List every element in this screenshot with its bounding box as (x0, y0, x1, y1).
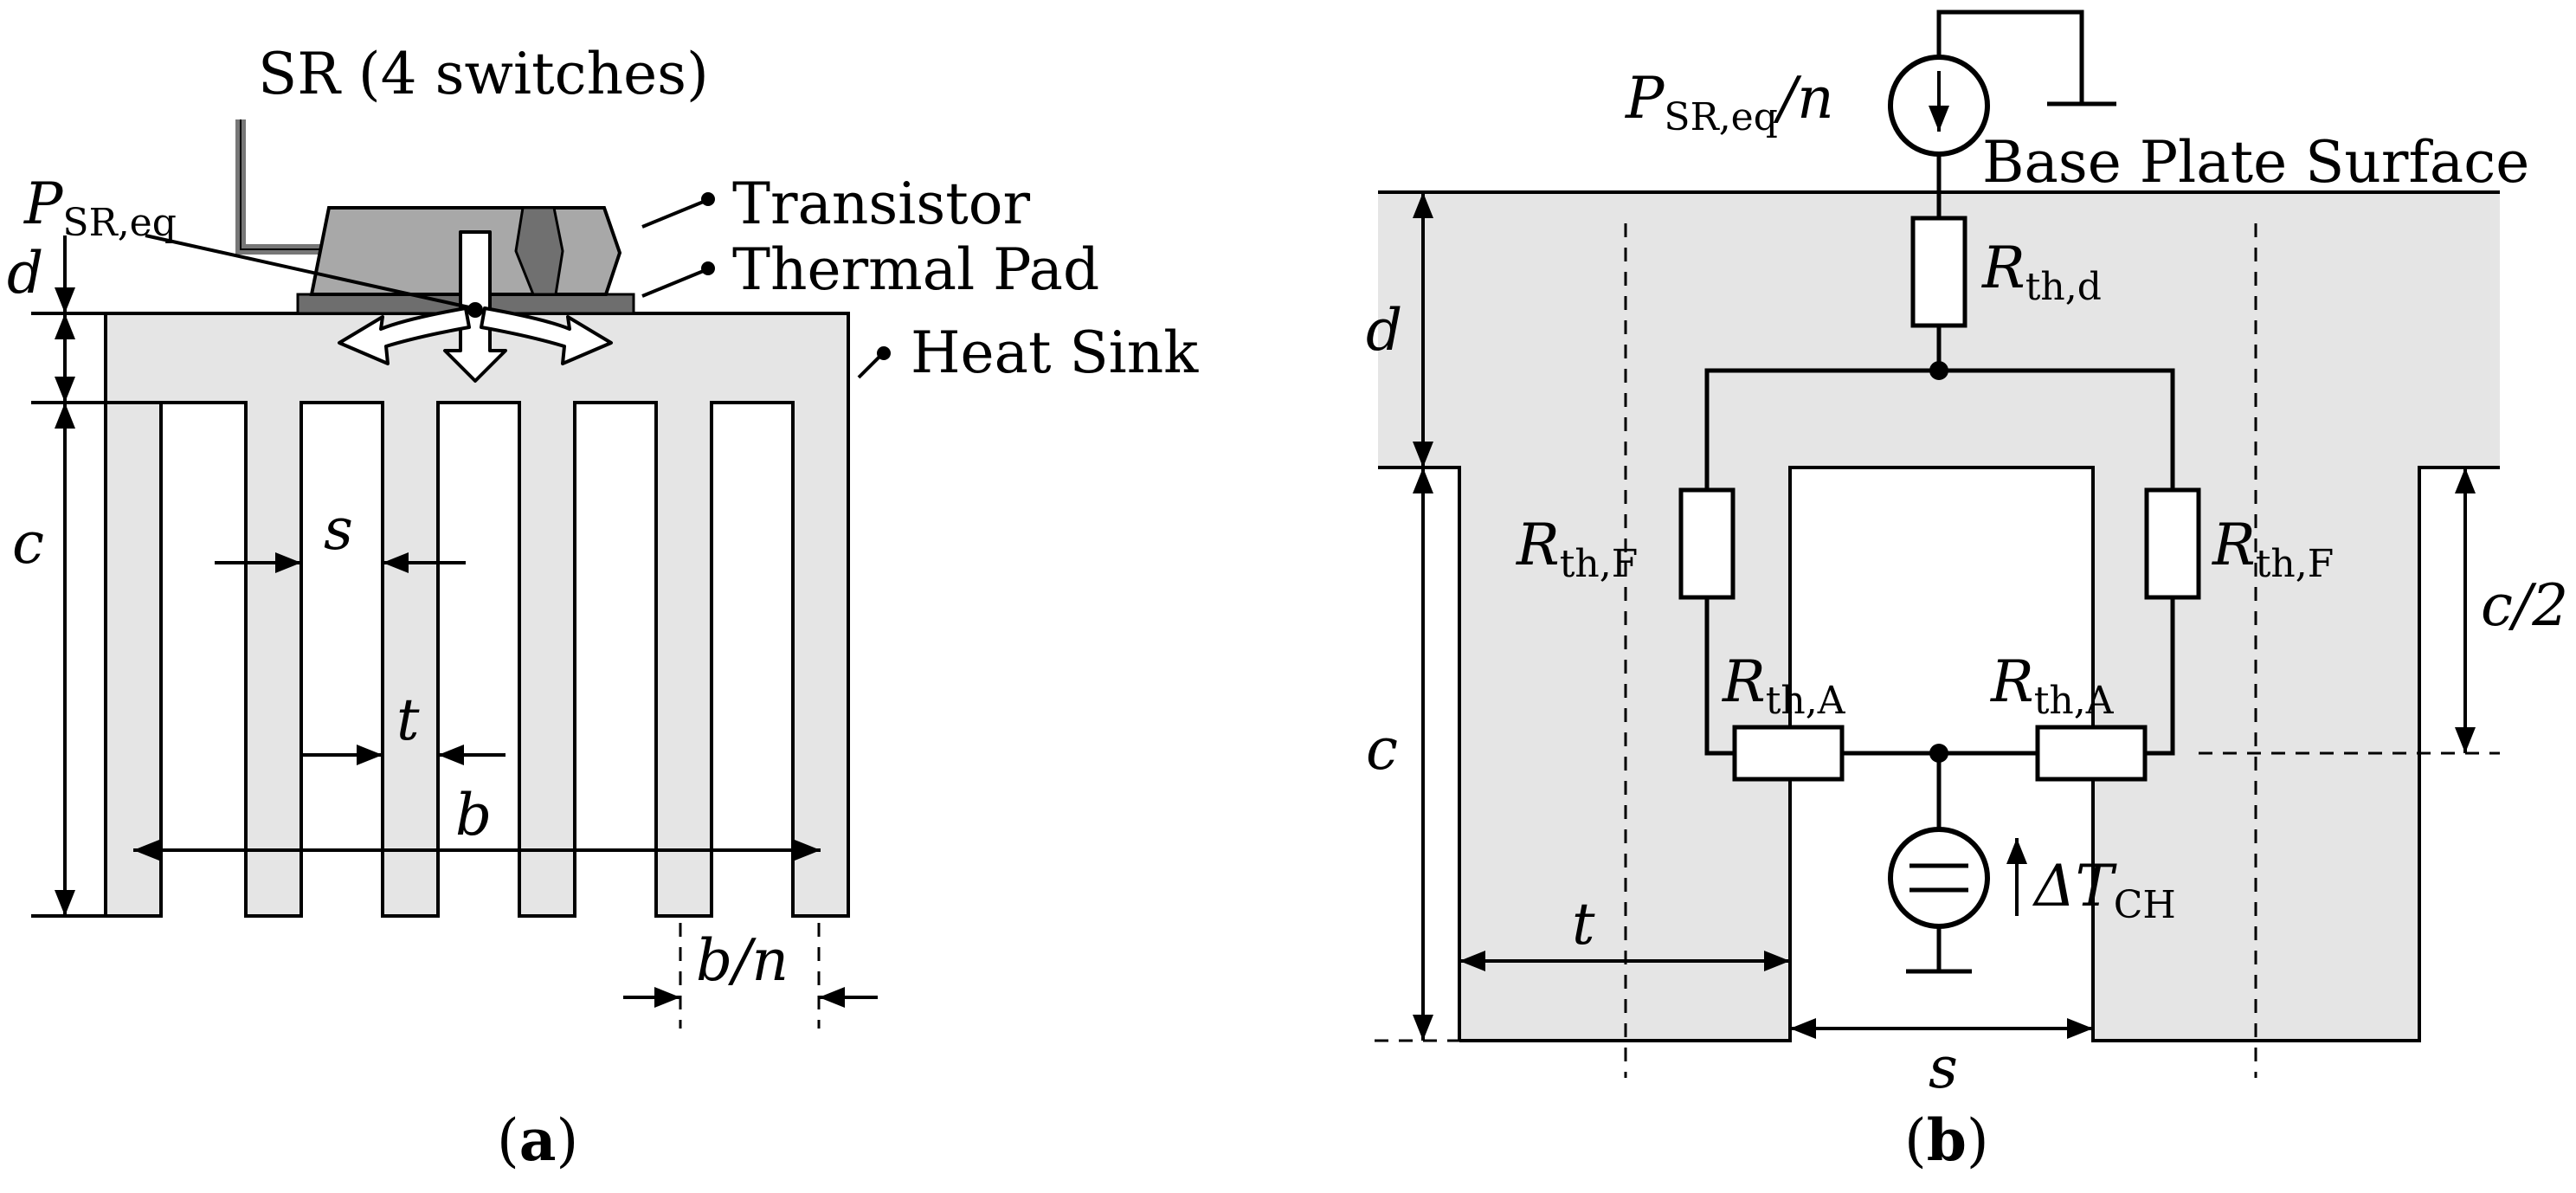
rth-d-label: Rth,d (1981, 235, 2102, 309)
dim-d-label: d (7, 240, 43, 306)
dim-c-label: c (12, 510, 44, 577)
resistor-rth-a-left (1732, 725, 1845, 782)
resistor-rth-d (1910, 216, 1967, 328)
caption-b: (b) (1904, 1106, 1989, 1174)
resistor-rth-f-left (1678, 487, 1736, 600)
rth-a-right-label: Rth,A (1990, 648, 2115, 723)
caption-a: (a) (497, 1106, 578, 1174)
dim-b-label: b (455, 782, 492, 848)
heat-sink-body (104, 312, 850, 918)
rth-a-left-label: Rth,A (1722, 648, 1846, 723)
dim-d-label-b: d (1366, 297, 1402, 364)
panel-b: PSR,eq/n Base Plate Surface Rth,d Rth,F … (1366, 10, 2568, 1174)
delta-t-label: ΔTCH (2032, 853, 2176, 927)
voltage-source (1888, 827, 1990, 929)
thermal-pad-label: Thermal Pad (732, 236, 1099, 303)
heat-source-dot (467, 302, 483, 318)
dim-c2-label: c/2 (2481, 572, 2568, 639)
dim-t-label-b: t (1572, 891, 1595, 958)
dim-bn-label: b/n (696, 927, 789, 994)
dim-c-label-b: c (1366, 716, 1398, 783)
source-label: PSR,eq/n (1625, 65, 1834, 139)
dim-s-label: s (324, 496, 353, 563)
transistor-tab (514, 206, 564, 296)
dim-t-label: t (396, 687, 420, 753)
rth-f-right-label: Rth,F (2212, 512, 2334, 586)
p-sr-eq-label: PSR,eq (23, 171, 177, 245)
sr-switches-label: SR (4 switches) (258, 41, 709, 107)
transistor-lead (235, 119, 322, 255)
rth-f-left-label: Rth,F (1516, 512, 1638, 586)
transistor-label: Transistor (732, 171, 1031, 237)
resistor-rth-a-right (2035, 725, 2148, 782)
resistor-rth-f-right (2144, 487, 2201, 600)
dim-s-label-b: s (1929, 1035, 1958, 1101)
heat-sink-section (1378, 192, 2500, 1041)
base-plate-label: Base Plate Surface (1982, 129, 2529, 196)
panel-a: SR (4 switches) PSR,eq Transistor Therma… (7, 41, 1199, 1174)
heat-sink-label: Heat Sink (911, 319, 1199, 386)
